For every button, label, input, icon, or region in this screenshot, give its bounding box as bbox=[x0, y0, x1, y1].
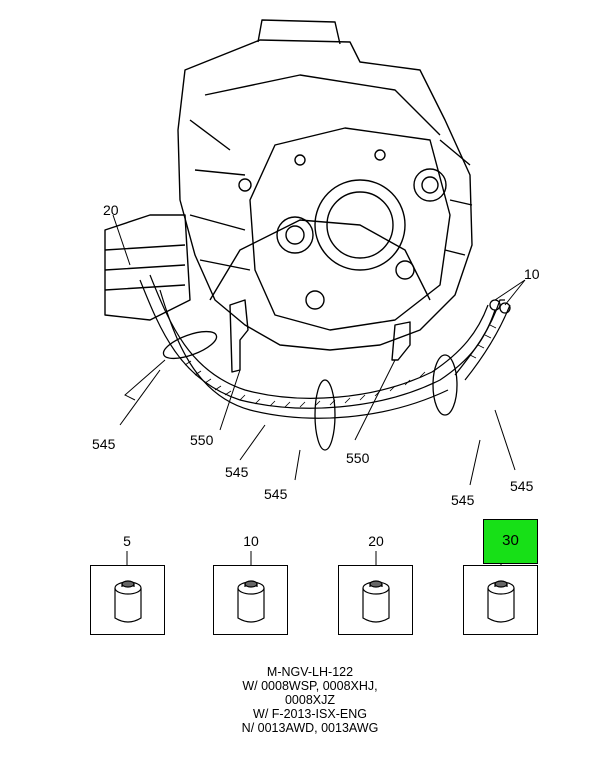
part-box-5[interactable] bbox=[90, 565, 165, 635]
clamp-right bbox=[432, 354, 458, 416]
callout-550-left: 550 bbox=[190, 432, 214, 448]
harness-tube-main bbox=[139, 279, 496, 409]
note-line: N/ 0013AWD, 0013AWG bbox=[241, 721, 379, 735]
callout-545-bottom-right: 545 bbox=[451, 492, 475, 508]
clamp-center bbox=[314, 379, 336, 451]
note-line: 0008XJZ bbox=[284, 693, 336, 707]
part-box-20[interactable] bbox=[338, 565, 413, 635]
part-label-30-highlight[interactable]: 30 bbox=[483, 519, 538, 564]
part-label-5: 5 bbox=[123, 533, 131, 549]
note-line: M-NGV-LH-122 bbox=[266, 665, 354, 679]
callout-545-bottom-center: 545 bbox=[264, 486, 288, 502]
part-label-20: 20 bbox=[368, 533, 384, 549]
callout-545-far-right: 545 bbox=[510, 478, 534, 494]
part-label-10: 10 bbox=[243, 533, 259, 549]
canister-icon bbox=[237, 580, 265, 623]
note-line: W/ F-2013-ISX-ENG bbox=[253, 707, 367, 721]
part-label-30: 30 bbox=[502, 532, 519, 549]
note-line: W/ 0008WSP, 0008XHJ, bbox=[242, 679, 378, 693]
canister-icon bbox=[487, 580, 515, 623]
engine-harness-diagram bbox=[104, 19, 526, 486]
callout-10: 10 bbox=[524, 266, 540, 282]
flywheel-housing-outline bbox=[177, 39, 473, 351]
part-box-30[interactable] bbox=[463, 565, 538, 635]
callout-545-bottom-left: 545 bbox=[225, 464, 249, 480]
clamp-left bbox=[162, 330, 218, 360]
part-box-10[interactable] bbox=[213, 565, 288, 635]
canister-icon bbox=[114, 580, 142, 623]
callout-545-left: 545 bbox=[92, 436, 116, 452]
canister-icon bbox=[362, 580, 390, 623]
callout-550-right: 550 bbox=[346, 450, 370, 466]
adapter-plate bbox=[249, 127, 451, 331]
callout-20: 20 bbox=[103, 202, 119, 218]
applicability-note: M-NGV-LH-122 W/ 0008WSP, 0008XHJ, 0008XJ… bbox=[200, 665, 420, 735]
